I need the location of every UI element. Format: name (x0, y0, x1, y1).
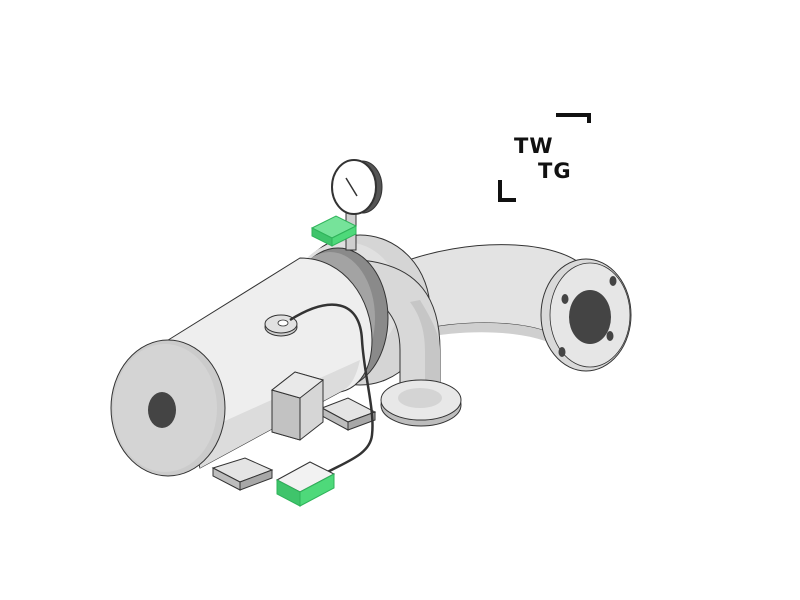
motor-feet (211, 397, 377, 491)
motor-shaft-hole (148, 392, 176, 428)
logo-line-2: TG (538, 159, 572, 183)
outlet-pipe (394, 244, 632, 372)
bottom-vibration-sensor (275, 461, 336, 507)
flange-bolt-hole (558, 347, 566, 357)
outlet-bore (569, 290, 611, 344)
flange-bolt-hole (609, 276, 617, 286)
terminal-box (270, 371, 325, 441)
vibration-sensor-icon (331, 225, 357, 247)
vibration-sensor-icon (299, 473, 335, 507)
sensor-cable (289, 303, 374, 477)
logo-corner-bottom-left (498, 180, 516, 202)
logo-line-1: TW (514, 134, 554, 158)
top-vibration-sensor (310, 215, 358, 247)
flange-bolt-hole (606, 331, 614, 341)
electric-motor (110, 257, 373, 477)
brand-logo: TW TG (498, 113, 591, 202)
logo-corner-top-right (556, 113, 591, 123)
flange-bolt-hole (561, 294, 569, 304)
pressure-gauge-icon (331, 159, 377, 215)
gauge-needle (345, 177, 358, 197)
cable-gland (264, 314, 298, 337)
